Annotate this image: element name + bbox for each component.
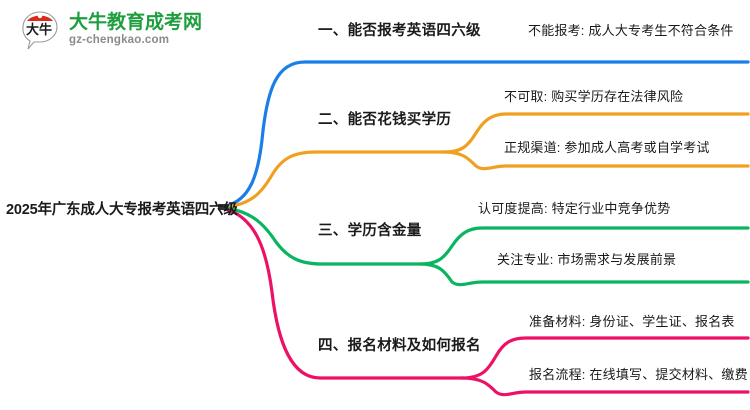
- logo-title: 大牛教育成考网: [69, 12, 203, 34]
- leaf-node-1-1[interactable]: 不能报考: 成人大专考生不符合条件: [528, 23, 734, 38]
- branch-node-4[interactable]: 四、报名材料及如何报名: [318, 338, 481, 354]
- leaf-node-4-1[interactable]: 准备材料: 身份证、学生证、报名表: [529, 314, 735, 329]
- leaf-node-3-1[interactable]: 认可度提高: 特定行业中竞争优势: [478, 201, 671, 216]
- leaf-node-4-2[interactable]: 报名流程: 在线填写、提交材料、缴费: [529, 367, 748, 382]
- site-logo[interactable]: 大牛 大牛教育成考网 gz-chengkao.com: [18, 8, 202, 52]
- leaf-node-2-2[interactable]: 正规渠道: 参加成人高考或自学考试: [504, 140, 710, 155]
- leaf-node-2-1[interactable]: 不可取: 购买学历存在法律风险: [504, 89, 684, 104]
- logo-mark-icon: 大牛: [18, 8, 62, 52]
- root-node[interactable]: 2025年广东成人大专报考英语四六级: [6, 202, 238, 218]
- svg-text:大牛: 大牛: [26, 22, 52, 38]
- leaf-node-3-2[interactable]: 关注专业: 市场需求与发展前景: [497, 252, 677, 267]
- branch-node-2[interactable]: 二、能否花钱买学历: [318, 112, 452, 128]
- logo-subtitle: gz-chengkao.com: [69, 34, 170, 47]
- branch-node-1[interactable]: 一、能否报考英语四六级: [318, 23, 481, 39]
- branch-node-3[interactable]: 三、学历含金量: [318, 223, 422, 239]
- branch-line-2: [224, 150, 446, 209]
- branch-line-1: [224, 60, 750, 208]
